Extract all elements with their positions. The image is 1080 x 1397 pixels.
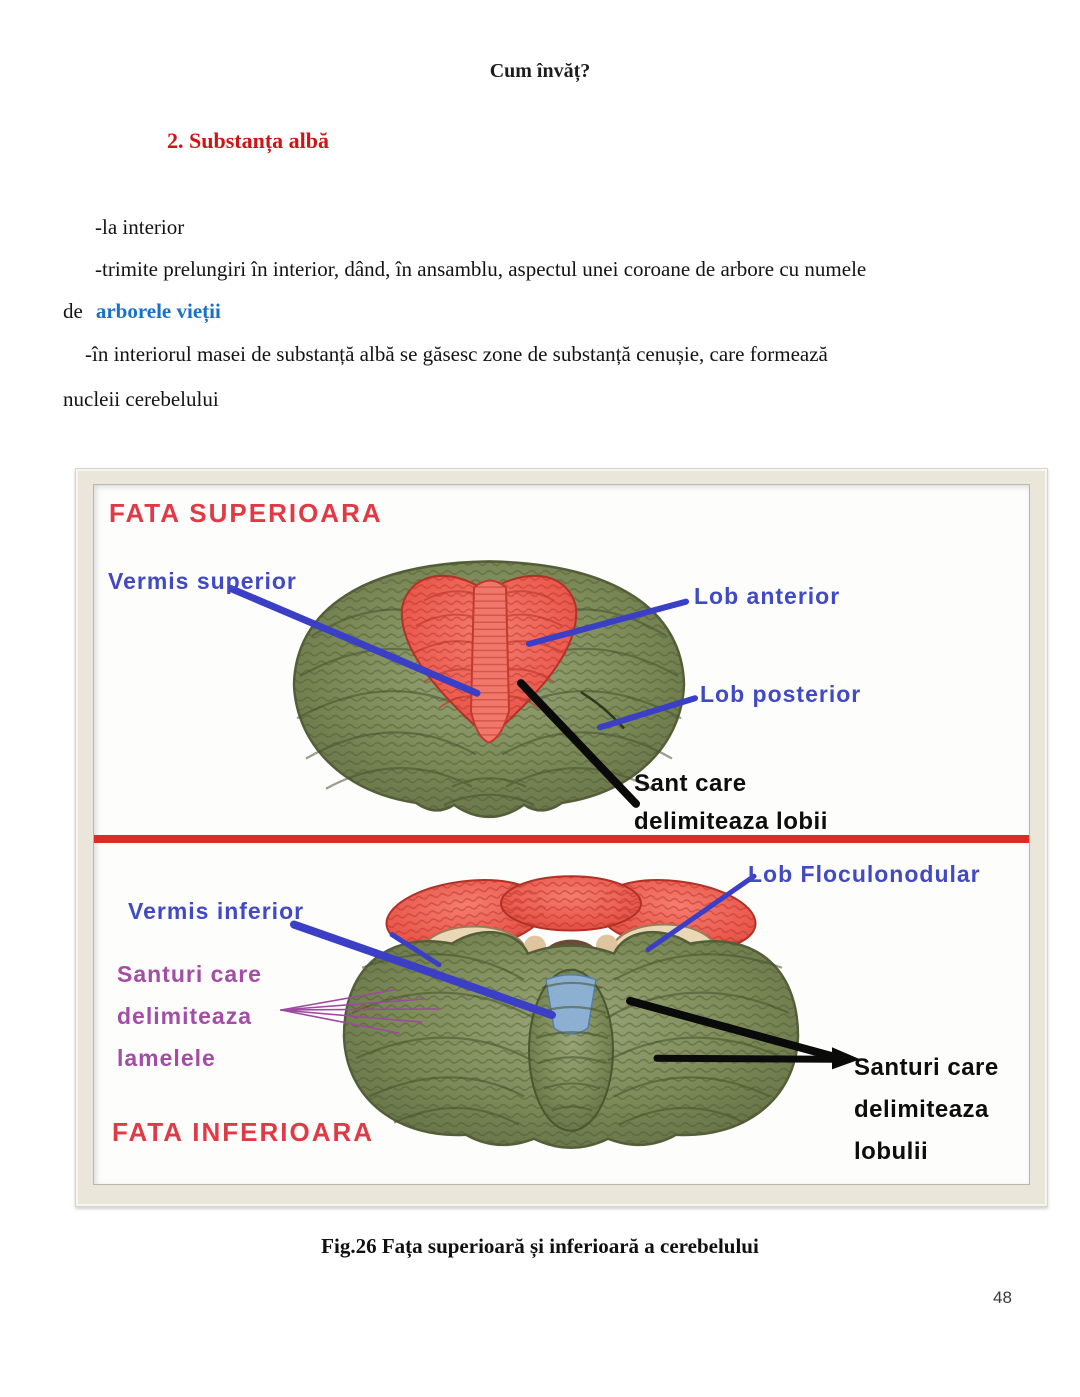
label-lob-anterior: Lob anterior: [694, 583, 841, 609]
paragraph-line: -în interiorul masei de substanță albă s…: [85, 342, 828, 366]
superior-annotation-lines: [227, 585, 698, 808]
paragraph-line: de arborele vieții: [63, 299, 221, 324]
label-line: delimiteaza: [117, 1003, 252, 1029]
label-lob-posterior: Lob posterior: [700, 681, 862, 707]
inferior-cerebellum: [342, 875, 800, 1150]
label-line: lamelele: [117, 1045, 216, 1071]
page-header: Cum învăț?: [489, 60, 591, 82]
paragraph-text: de: [63, 299, 83, 323]
term-arborele-vietii: arborele vieții: [95, 299, 221, 323]
label-santuri-lobulii: Santuri care delimiteaza lobulii: [854, 1047, 999, 1173]
figure-frame: FATA SUPERIOARA Vermis superior Lob ante…: [75, 468, 1048, 1207]
inferior-annotation-lines: [280, 873, 860, 1070]
section-heading: 2. Substanța albă: [167, 128, 330, 153]
page-number: 48: [993, 1288, 1012, 1307]
superior-face-title: FATA SUPERIOARA: [109, 498, 383, 528]
paragraph-line: -trimite prelungiri în interior, dând, î…: [95, 257, 867, 281]
red-divider-line: [94, 835, 1029, 843]
paragraph-line: -la interior: [95, 215, 185, 239]
label-line: Santuri care: [854, 1054, 999, 1081]
label-vermis-superior: Vermis superior: [108, 568, 297, 594]
label-lob-floculonodular: Lob Floculonodular: [748, 861, 981, 887]
label-vermis-inferior: Vermis inferior: [128, 898, 305, 924]
label-line: Sant care: [634, 770, 747, 797]
label-line: delimiteaza lobii: [634, 808, 828, 835]
paragraph-line: nucleii cerebelului: [63, 387, 219, 411]
inferior-face-title: FATA INFERIOARA: [112, 1117, 375, 1147]
superior-cerebellum: [292, 560, 686, 819]
label-sant-lobii: Sant care delimiteaza lobii: [634, 765, 828, 841]
label-line: delimiteaza: [854, 1096, 989, 1123]
label-line: Santuri care: [117, 961, 262, 987]
figure-canvas: FATA SUPERIOARA Vermis superior Lob ante…: [93, 484, 1030, 1185]
label-santuri-lamelele: Santuri care delimiteaza lamelele: [117, 953, 262, 1079]
figure-caption: Fig.26 Fața superioară și inferioară a c…: [321, 1234, 759, 1258]
label-line: lobulii: [854, 1138, 929, 1165]
cerebellum-illustration: [227, 560, 860, 1150]
